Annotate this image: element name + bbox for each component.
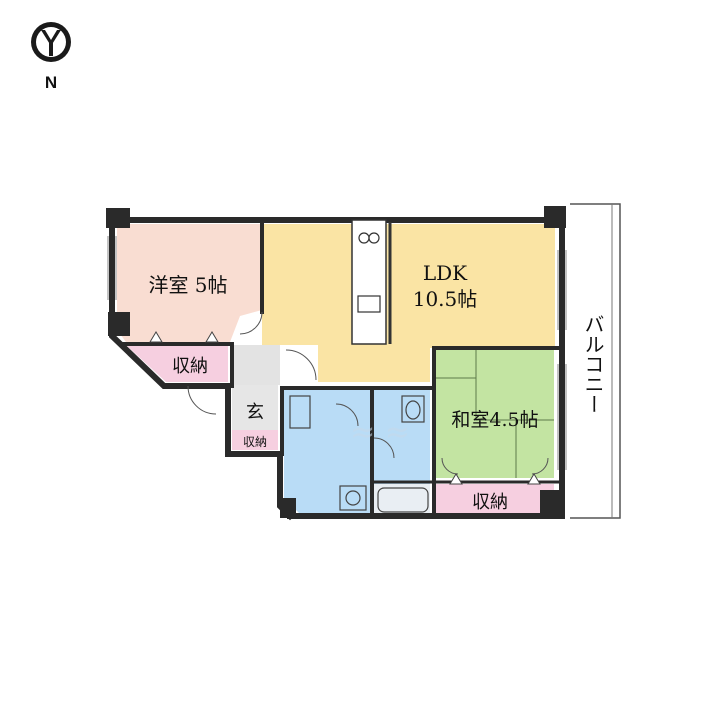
storage-japanese-label: 収納: [472, 492, 508, 513]
north-arrow-icon: [31, 22, 71, 62]
storage-west-label: 収納: [172, 356, 208, 377]
japanese-room-label: 和室4.5帖: [451, 409, 538, 431]
balcony-label: バルコニー: [581, 314, 605, 414]
wall-columns: [106, 206, 566, 518]
kitchen-counter: [351, 219, 392, 345]
western-room-label: 洋室 5帖: [148, 273, 227, 297]
entrance-label: 玄: [246, 402, 264, 423]
ldk-fill: [262, 224, 555, 382]
balcony: [570, 203, 621, 519]
closet-markers: [149, 331, 541, 485]
japanese-room-fill: [436, 350, 554, 478]
watermark-logo-icon: ≈ ≈: [350, 415, 410, 450]
bathroom-fixtures: [289, 395, 429, 513]
svg-text:≈ ≈: ≈ ≈: [350, 415, 410, 450]
door-swings: [187, 311, 549, 475]
compass-north-label: N: [45, 73, 57, 92]
windows: [107, 236, 567, 470]
storage-entrance-fill: [232, 430, 278, 450]
tatami-grid: [436, 350, 554, 478]
entrance-fill: [232, 385, 278, 430]
storage-west-fill: [126, 345, 228, 382]
ldk-label-line1: LDK: [423, 261, 468, 285]
storage-japanese-fill: [436, 484, 554, 514]
hall-fill: [232, 345, 280, 385]
ldk-label-line2: 10.5帖: [413, 287, 478, 311]
bath-fill: [374, 484, 430, 514]
compass: N: [31, 22, 71, 92]
storage-entrance-label: 収納: [243, 435, 267, 449]
western-room-fill: [117, 224, 262, 342]
